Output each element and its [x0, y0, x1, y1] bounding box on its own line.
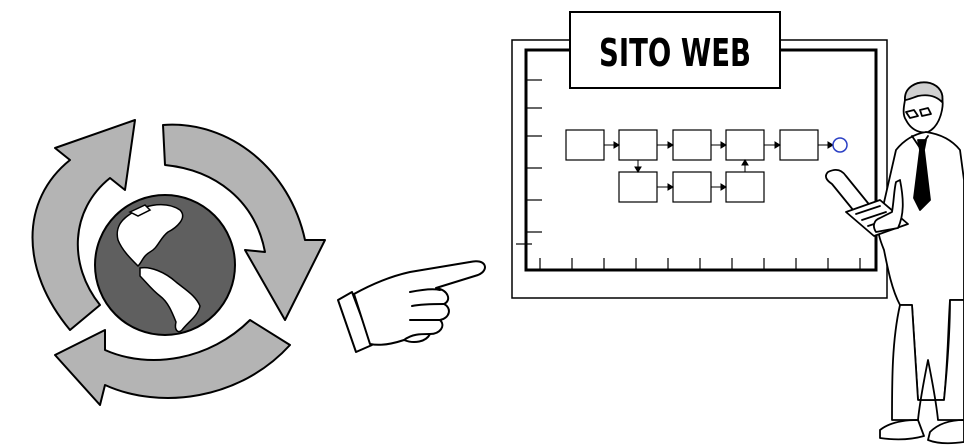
flow-box — [565, 129, 605, 161]
man-shoe — [879, 419, 925, 441]
flow-box — [779, 129, 819, 161]
cycle-arrow-bottom — [54, 319, 291, 406]
flow-end-circle — [832, 137, 848, 153]
hand-palm — [353, 260, 486, 346]
man-hair — [904, 81, 944, 103]
whiteboard-icon: SITO WEB — [511, 11, 888, 299]
man-arm — [873, 179, 904, 233]
flow-connectors — [604, 141, 834, 191]
flow-box — [725, 129, 765, 161]
flow-box — [618, 171, 658, 203]
man-legs — [891, 299, 964, 421]
flow-box — [725, 171, 765, 203]
board-title: SITO WEB — [599, 31, 751, 75]
flow-box — [672, 129, 712, 161]
flow-box — [618, 129, 658, 161]
man-tie — [913, 139, 931, 211]
businessman-with-laptop-icon — [825, 81, 964, 445]
cycle-arrow-left — [31, 119, 136, 331]
globe-icon — [94, 194, 236, 336]
board-title-panel — [569, 11, 781, 89]
flow-box — [672, 171, 712, 203]
recycle-arrows-icon — [31, 119, 326, 406]
pointing-hand-icon — [337, 260, 486, 353]
flowchart — [565, 129, 819, 203]
cycle-arrow-right — [162, 123, 326, 321]
man-shoe — [927, 419, 964, 445]
